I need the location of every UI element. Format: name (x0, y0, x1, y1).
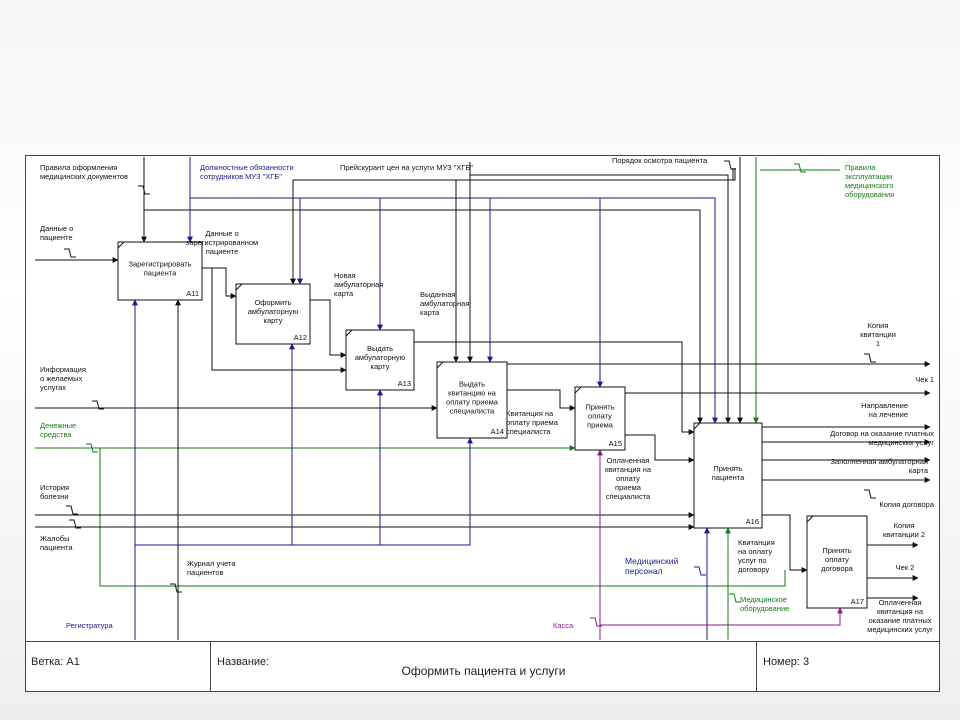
control-rules-a16 (144, 209, 703, 424)
box-id-a17: A17 (851, 597, 864, 606)
tunnel-receipt-copy-1 (864, 353, 876, 363)
registered-to-a12 (202, 267, 237, 299)
box-a12 (235, 283, 311, 345)
mech-registry-a14 (135, 437, 473, 546)
tunnel-equipment (729, 593, 741, 603)
control-duties-a16 (190, 197, 718, 424)
tunnel-info (92, 400, 104, 410)
box-a11 (117, 241, 203, 301)
footer-name-label: Название: (217, 656, 270, 668)
box-id-a11: A11 (186, 289, 199, 298)
tunnel-cashier (590, 617, 602, 627)
box-id-a16: A16 (746, 517, 759, 526)
contract-receipt-to-a17 (762, 514, 808, 573)
footer-number-label: Номер: 3 (763, 656, 810, 668)
label-mech-registry: Регистратура (66, 621, 113, 630)
mech-registry-a13 (135, 389, 383, 546)
box-id-a14: A14 (491, 427, 504, 436)
tunnel-rules (138, 185, 150, 195)
label-check-2: Чек 2 (896, 563, 915, 572)
box-id-a15: A15 (609, 439, 622, 448)
label-check-1: Чек 1 (915, 375, 934, 384)
label-contract-copy: Копия договора (879, 500, 934, 509)
box-corner-a13 (345, 329, 353, 337)
footer-number-cell: Номер: 3 (757, 642, 940, 692)
diagram-title: Оформить пациента и услуги (401, 664, 566, 678)
box-a15 (574, 386, 626, 451)
footer-node-cell: Ветка: A1 (25, 642, 211, 692)
box-corner-a12 (235, 283, 243, 291)
tunnel-journal (170, 583, 182, 593)
box-a17 (806, 515, 868, 609)
box-a16 (693, 422, 763, 529)
box-corner-a17 (806, 515, 814, 523)
tunnel-order (724, 160, 736, 170)
box-corner-a14 (436, 361, 444, 369)
box-a13 (345, 329, 415, 391)
box-corner-a16 (693, 422, 701, 430)
label-mech-cashier: Касса (553, 621, 574, 630)
control-order-a14 (453, 168, 734, 363)
new-card-to-a13 (310, 299, 347, 358)
box-corner-a11 (117, 241, 125, 249)
tunnel-complaints (69, 519, 81, 529)
tunnel-patient-data (64, 248, 76, 258)
footer-node-label: Ветка: A1 (31, 656, 80, 668)
control-order-a12 (290, 168, 736, 285)
label-control-order: Порядок осмотра пациента (612, 156, 708, 165)
tunnel-money (86, 443, 98, 453)
registered-to-a13 (211, 268, 347, 373)
receipt-to-a15 (507, 389, 576, 411)
diagram-footer: Ветка: A1 Название: Оформить пациента и … (25, 641, 940, 692)
box-id-a13: A13 (398, 379, 411, 388)
control-price-a16 (469, 162, 731, 424)
label-control-price: Прейскурант цен на услуги МУЗ "ХГБ" (340, 163, 473, 172)
tunnel-operation (794, 163, 806, 173)
tunnel-history (66, 505, 78, 515)
box-corner-a15 (574, 386, 582, 394)
box-a14 (436, 361, 508, 439)
paid-to-a16 (625, 434, 695, 463)
issued-card-to-a16 (414, 341, 695, 435)
box-id-a12: A12 (294, 333, 307, 342)
money-to-a17 (99, 448, 786, 587)
tunnel-contract-copy (864, 489, 876, 499)
tunnel-staff (694, 566, 706, 576)
footer-name-cell: Название: Оформить пациента и услуги (211, 642, 757, 692)
mech-cashier-a17 (600, 607, 843, 626)
